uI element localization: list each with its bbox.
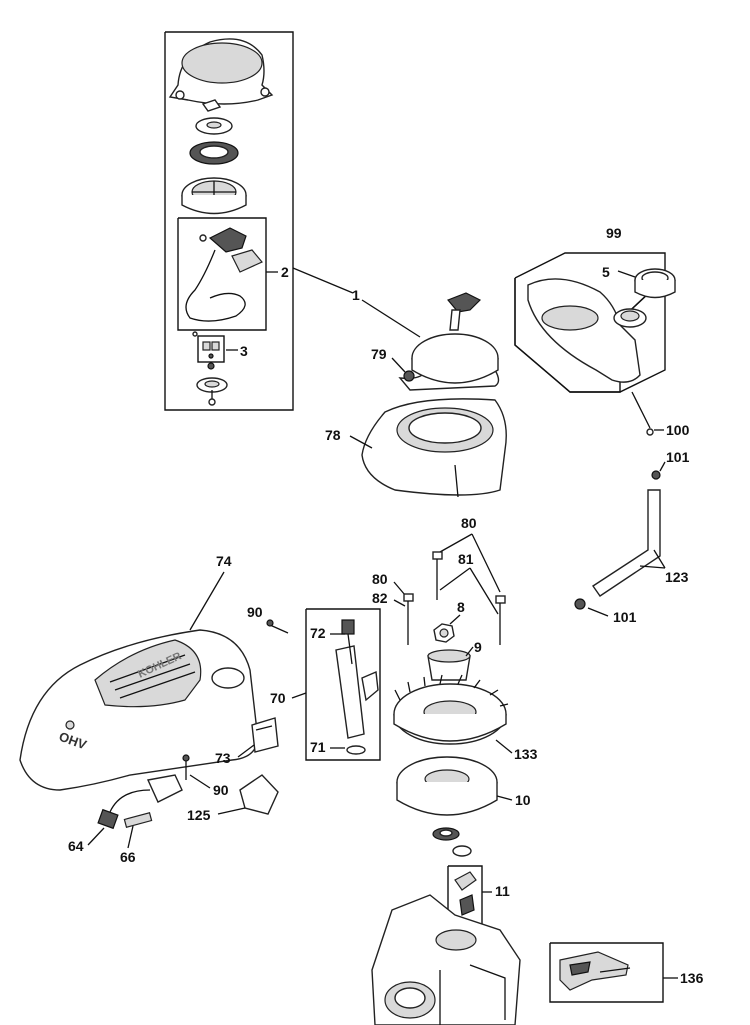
- starter-mounting-bolt-part[interactable]: [403, 370, 415, 382]
- rewind-starter-assembly-part[interactable]: [398, 292, 500, 391]
- callout-101b: 101: [613, 609, 637, 625]
- callout-80b: 80: [372, 571, 388, 587]
- screw-upper-part[interactable]: [266, 619, 289, 634]
- fuel-line-hose-part[interactable]: [592, 489, 661, 597]
- engine-crankcase-part[interactable]: [371, 894, 521, 1025]
- callout-81: 81: [458, 551, 474, 567]
- starter-rope-handle-part[interactable]: [185, 227, 263, 322]
- shroud-stud-right-part[interactable]: [495, 595, 506, 645]
- callout-90a: 90: [247, 604, 263, 620]
- callout-101a: 101: [666, 449, 690, 465]
- rope-handle-kit-frame: [177, 217, 267, 331]
- screw-lower-part[interactable]: [182, 754, 190, 780]
- callout-79: 79: [371, 346, 387, 362]
- flywheel-key-part[interactable]: [432, 827, 460, 841]
- starter-assembly-frame: [164, 31, 294, 411]
- callout-3: 3: [240, 343, 248, 359]
- hose-clamp-upper-part[interactable]: [651, 470, 661, 480]
- callout-82: 82: [372, 590, 388, 606]
- dipstick-kit-frame: [305, 608, 381, 761]
- blower-housing-part[interactable]: [361, 398, 507, 498]
- callout-78: 78: [325, 427, 341, 443]
- callout-11: 11: [495, 883, 510, 899]
- callout-71: 71: [310, 739, 326, 755]
- starter-washer-part[interactable]: [195, 99, 233, 135]
- control-bracket-part[interactable]: [559, 951, 631, 991]
- callout-100: 100: [666, 422, 690, 438]
- callout-125: 125: [187, 807, 211, 823]
- callout-1: 1: [352, 287, 360, 303]
- starter-cup-part[interactable]: [192, 331, 228, 406]
- fuel-shutoff-fitting-part[interactable]: [646, 428, 654, 436]
- bracket-kit-frame: [549, 942, 664, 1003]
- crankshaft-seal-part[interactable]: [452, 845, 472, 857]
- flywheel-part[interactable]: [396, 756, 498, 816]
- warning-label-part[interactable]: [251, 717, 279, 753]
- recoil-spring-part[interactable]: [189, 141, 239, 165]
- callout-10: 10: [515, 792, 531, 808]
- callout-99: 99: [606, 225, 622, 241]
- engine-shroud-part[interactable]: KOHLER OHV: [19, 629, 259, 791]
- callout-74: 74: [216, 553, 232, 569]
- pawl-kit-part[interactable]: [197, 335, 225, 370]
- oil-fill-tube-part[interactable]: [335, 645, 379, 739]
- flywheel-nut-part[interactable]: [433, 623, 455, 643]
- callout-123: 123: [665, 569, 689, 585]
- recoil-starter-exploded-group: [164, 31, 294, 411]
- callout-90b: 90: [213, 782, 229, 798]
- callout-8: 8: [457, 599, 465, 615]
- callout-136: 136: [680, 970, 704, 986]
- dipstick-part[interactable]: [341, 619, 355, 665]
- callout-80a: 80: [461, 515, 477, 531]
- callout-66: 66: [120, 849, 136, 865]
- callout-5: 5: [602, 264, 610, 280]
- starter-cup-flywheel-part[interactable]: [427, 649, 471, 681]
- spark-plug-part[interactable]: [123, 812, 153, 828]
- tube-o-ring-part[interactable]: [346, 745, 366, 755]
- ignition-lead-part[interactable]: [97, 774, 183, 830]
- shroud-stud-upper-part[interactable]: [432, 551, 443, 600]
- callout-73: 73: [215, 750, 231, 766]
- shroud-bracket-part[interactable]: [239, 774, 279, 815]
- callout-2: 2: [281, 264, 289, 280]
- shroud-stud-left-part[interactable]: [403, 593, 414, 645]
- fuel-cap-part[interactable]: [634, 268, 676, 299]
- ignition-module-part[interactable]: [454, 871, 477, 916]
- starter-pulley-part[interactable]: [181, 177, 247, 215]
- starter-housing-part[interactable]: [168, 38, 274, 105]
- cooling-fan-part[interactable]: [393, 674, 509, 745]
- callout-70: 70: [270, 690, 286, 706]
- callout-72: 72: [310, 625, 326, 641]
- callout-64: 64: [68, 838, 84, 854]
- callout-9: 9: [474, 639, 482, 655]
- hose-clamp-lower-part[interactable]: [574, 598, 586, 610]
- fuel-tank-part[interactable]: [527, 278, 647, 383]
- callout-133: 133: [514, 746, 538, 762]
